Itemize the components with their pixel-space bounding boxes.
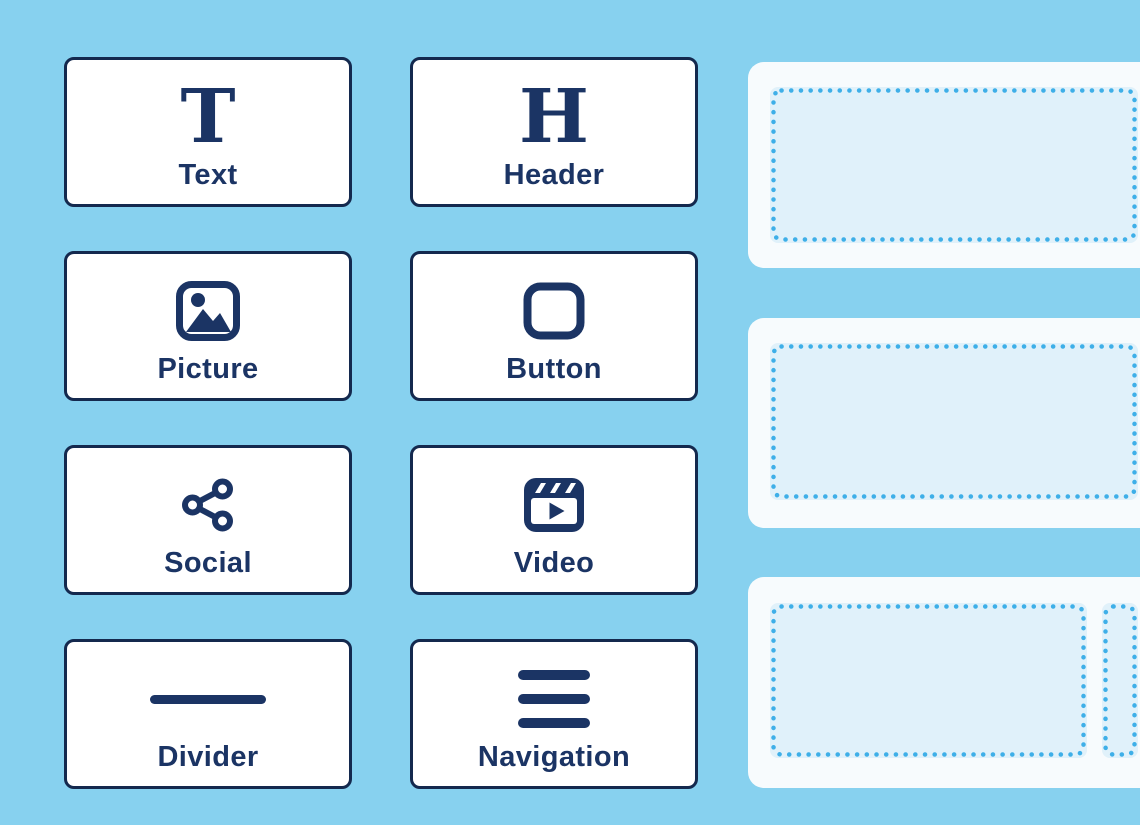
palette-item-text[interactable]: T Text xyxy=(64,57,352,207)
drop-zone[interactable] xyxy=(1102,603,1138,758)
palette-item-label: Button xyxy=(506,353,602,386)
canvas-row-3 xyxy=(748,577,1140,788)
palette-item-label: Video xyxy=(513,547,595,580)
block-palette: T Text H Header Picture xyxy=(64,57,698,789)
palette-item-button[interactable]: Button xyxy=(410,251,698,401)
palette-item-label: Social xyxy=(164,547,252,580)
text-icon: T xyxy=(180,78,235,156)
header-icon: H xyxy=(519,78,589,156)
social-icon xyxy=(179,466,237,544)
palette-item-video[interactable]: Video xyxy=(410,445,698,595)
palette-item-picture[interactable]: Picture xyxy=(64,251,352,401)
palette-item-label: Divider xyxy=(157,741,259,774)
header-icon-glyph: H xyxy=(519,74,589,161)
palette-item-label: Picture xyxy=(157,353,259,386)
palette-item-header[interactable]: H Header xyxy=(410,57,698,207)
text-icon-glyph: T xyxy=(180,74,236,161)
drop-zone[interactable] xyxy=(770,343,1138,500)
palette-item-label: Text xyxy=(178,159,238,192)
canvas-row-2 xyxy=(748,318,1140,528)
palette-item-social[interactable]: Social xyxy=(64,445,352,595)
palette-item-divider[interactable]: Divider xyxy=(64,639,352,789)
picture-icon xyxy=(175,272,241,350)
drop-zone[interactable] xyxy=(770,87,1138,243)
palette-item-label: Navigation xyxy=(477,741,631,774)
divider-icon xyxy=(150,660,266,738)
button-icon xyxy=(523,272,585,350)
palette-item-navigation[interactable]: Navigation xyxy=(410,639,698,789)
palette-item-label: Header xyxy=(503,159,605,192)
drop-zone[interactable] xyxy=(770,603,1087,758)
canvas-row-1 xyxy=(748,62,1140,268)
navigation-icon xyxy=(518,660,590,738)
video-icon xyxy=(522,466,586,544)
